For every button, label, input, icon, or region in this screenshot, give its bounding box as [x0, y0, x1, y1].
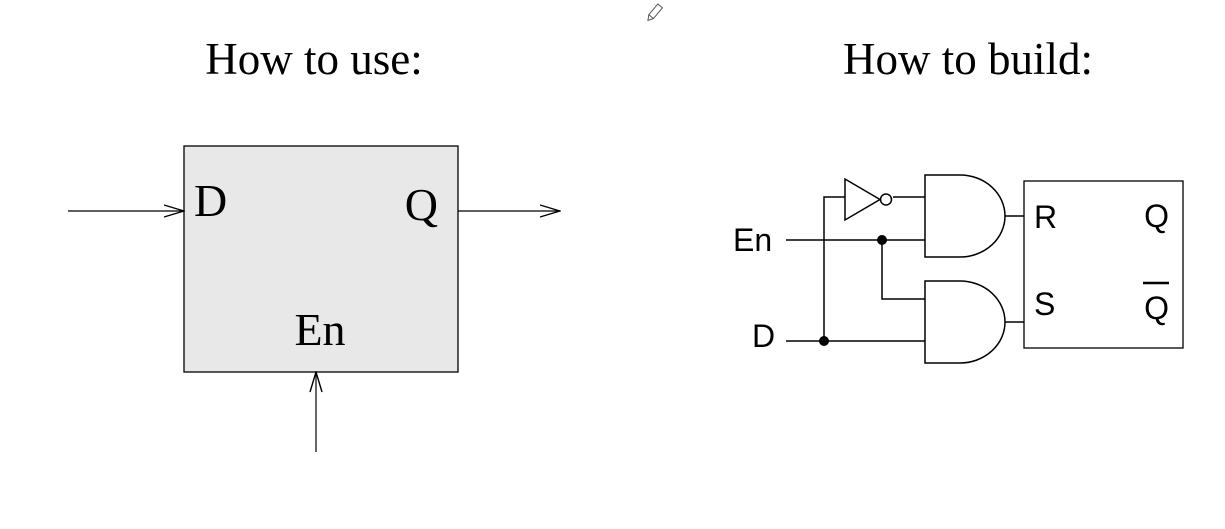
data-junction-dot [819, 336, 829, 346]
enable-branch-wire [881, 240, 925, 300]
sr-q-bar-label: Q [1144, 290, 1169, 326]
circuit-enable-label: En [733, 222, 772, 258]
right-panel-title: How to build: [843, 34, 1093, 84]
not-gate [844, 177, 893, 222]
circuit-data-label: D [752, 318, 775, 354]
data-branch-wire [823, 196, 845, 341]
sr-set-label: S [1034, 286, 1055, 322]
left-panel-title: How to use: [205, 34, 423, 84]
circuit-wires [786, 196, 1024, 342]
sr-latch-box [1023, 180, 1184, 349]
pencil-icon[interactable] [646, 3, 664, 22]
enable-junction-dot [877, 235, 887, 245]
sr-reset-label: R [1034, 199, 1057, 235]
sr-latch-block: R S Q Q [1023, 180, 1184, 349]
block-enable-label: En [294, 304, 345, 355]
d-latch-box [183, 145, 459, 373]
and-gate-bottom [924, 280, 1006, 364]
sr-q-label: Q [1144, 198, 1169, 234]
d-latch-block: D Q En [183, 145, 459, 373]
and-gate-top [924, 174, 1006, 258]
block-output-label: Q [405, 179, 438, 230]
block-input-label: D [194, 175, 227, 226]
